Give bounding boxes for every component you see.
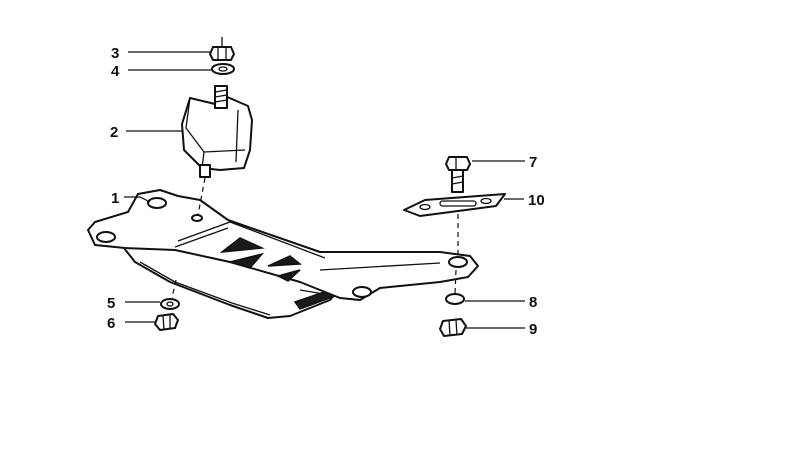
callout-8: 8: [529, 294, 537, 311]
nut-part-3: [209, 37, 235, 61]
callout-7: 7: [529, 154, 537, 171]
plate-part-10: [403, 193, 506, 217]
crossmember-part: [87, 189, 479, 319]
callout-9: 9: [529, 321, 537, 338]
nut-part-9: [439, 318, 467, 337]
bolt-part-7: [445, 156, 471, 193]
nut-part-6: [154, 313, 179, 331]
washer-part-4: [211, 63, 235, 75]
leader-lines: [124, 51, 525, 329]
callout-3: 3: [111, 45, 119, 62]
callout-10: 10: [528, 192, 545, 209]
washer-part-5: [160, 298, 180, 310]
callout-6: 6: [107, 315, 115, 332]
callout-4: 4: [111, 63, 120, 80]
callout-2: 2: [110, 124, 118, 141]
rubber-mount-part: [181, 85, 253, 178]
callout-5: 5: [107, 295, 115, 312]
callout-1: 1: [111, 190, 119, 207]
washer-part-8: [445, 293, 465, 305]
